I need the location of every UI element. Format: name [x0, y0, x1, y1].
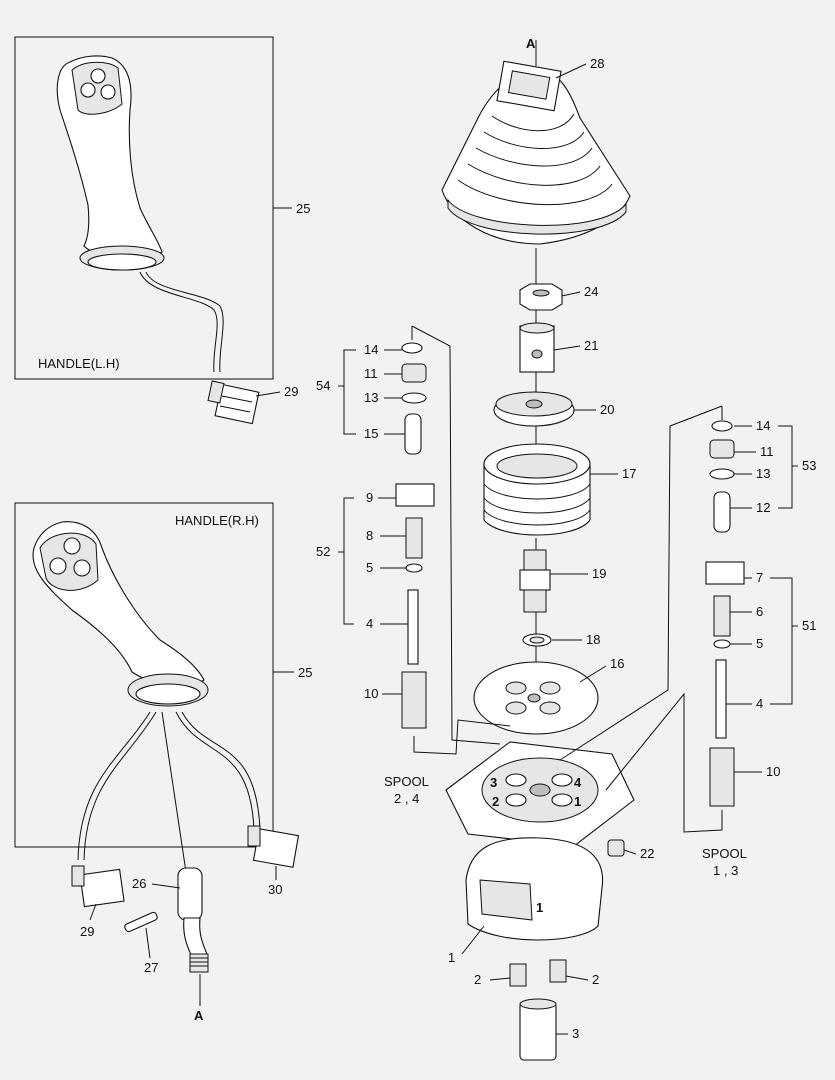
callout-27: 27: [144, 960, 158, 975]
callout-11-right: 11: [760, 444, 774, 459]
plug-22: [607, 839, 625, 857]
callout-10-right: 10: [766, 764, 780, 779]
ref-mark-bottom: A: [194, 1008, 204, 1023]
coupling-21: [519, 322, 555, 373]
bushing-17: [483, 443, 591, 536]
callout-21: 21: [584, 338, 598, 353]
plate-number-1: 1: [574, 794, 581, 809]
leader-lines: [89, 63, 798, 1035]
plate-20: [493, 391, 575, 427]
callout-15-left: 15: [364, 426, 378, 441]
callout-24: 24: [584, 284, 598, 299]
callout-30: 30: [268, 882, 282, 897]
right-spool-stack: [559, 405, 745, 833]
plate-16: [473, 661, 599, 735]
callout-51: 51: [802, 618, 816, 633]
lever-26: [177, 867, 209, 973]
left-handle-box: HANDLE(L.H): [14, 36, 274, 380]
left-spool-stack: [395, 325, 511, 755]
callout-52: 52: [316, 544, 330, 559]
callout-numbers: 28 24 21 20 17 19 18 16 22 1 2 2 3 25 29…: [80, 56, 816, 1041]
left-handle-label: HANDLE(L.H): [38, 356, 120, 371]
callout-29-top: 29: [284, 384, 298, 399]
callout-28: 28: [590, 56, 604, 71]
right-handle-drawing: [32, 521, 300, 908]
callout-2-left: 2: [474, 972, 481, 987]
callout-2-right: 2: [592, 972, 599, 987]
body-mark: 1: [536, 900, 543, 915]
callout-10-left: 10: [364, 686, 378, 701]
callout-29-bottom: 29: [80, 924, 94, 939]
body-1: 1: [465, 837, 604, 941]
callout-4-right: 4: [756, 696, 763, 711]
joint-19: [519, 549, 551, 613]
callout-25-bottom: 25: [298, 665, 312, 680]
right-handle-box: HANDLE(R.H): [14, 502, 274, 848]
callout-22: 22: [640, 846, 654, 861]
spool-right-numbers: 1 , 3: [713, 863, 738, 878]
left-handle-drawing: [56, 55, 260, 425]
callout-5-left: 5: [366, 560, 373, 575]
ref-mark-top: A: [526, 36, 536, 51]
boot-28: [441, 60, 631, 245]
pin-27: [124, 911, 158, 933]
plate-number-3: 3: [490, 775, 497, 790]
callout-13-right: 13: [756, 466, 770, 481]
callout-6-right: 6: [756, 604, 763, 619]
plate-number-4: 4: [574, 775, 582, 790]
callout-3: 3: [572, 1026, 579, 1041]
callout-16: 16: [610, 656, 624, 671]
casing-plate: 3 4 2 1: [445, 741, 635, 847]
callout-19: 19: [592, 566, 606, 581]
washer-18: [522, 633, 552, 647]
callout-4-left: 4: [366, 616, 373, 631]
callout-1: 1: [448, 950, 455, 965]
callout-14-right: 14: [756, 418, 770, 433]
callout-8-left: 8: [366, 528, 373, 543]
plate-number-2: 2: [492, 794, 499, 809]
callout-11-left: 11: [364, 366, 378, 381]
callout-14-left: 14: [364, 342, 378, 357]
callout-25-top: 25: [296, 201, 310, 216]
callout-5-right: 5: [756, 636, 763, 651]
pipe-3: [519, 998, 557, 1061]
spool-left-numbers: 2 , 4: [394, 791, 419, 806]
callout-20: 20: [600, 402, 614, 417]
spool-right-title: SPOOL: [702, 846, 747, 861]
callout-9-left: 9: [366, 490, 373, 505]
callout-26: 26: [132, 876, 146, 891]
callout-13-left: 13: [364, 390, 378, 405]
callout-12-right: 12: [756, 500, 770, 515]
callout-18: 18: [586, 632, 600, 647]
spool-left-title: SPOOL: [384, 774, 429, 789]
callout-53: 53: [802, 458, 816, 473]
plugs-2: [509, 959, 567, 987]
nut-24: [519, 283, 563, 311]
right-handle-label: HANDLE(R.H): [175, 513, 259, 528]
callout-17: 17: [622, 466, 636, 481]
callout-54: 54: [316, 378, 330, 393]
callout-7-right: 7: [756, 570, 763, 585]
